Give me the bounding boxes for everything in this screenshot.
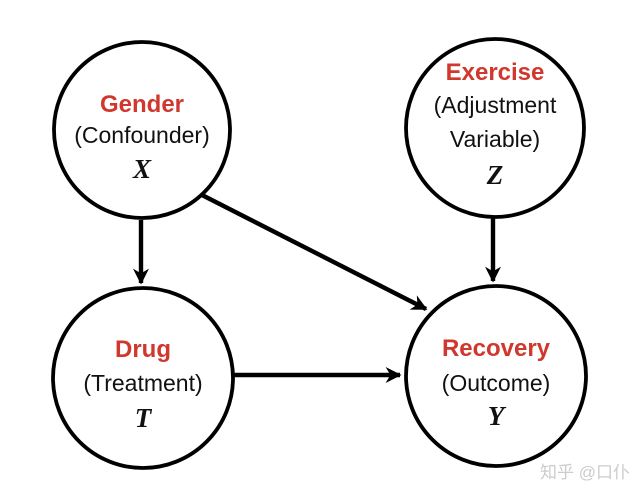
node-drug-role: (Treatment) xyxy=(83,370,202,396)
node-drug: Drug (Treatment) T xyxy=(51,286,235,470)
node-drug-label: Drug xyxy=(115,336,171,363)
node-exercise-symbol: Z xyxy=(486,160,504,190)
edge-gender-to-recovery-arrow xyxy=(199,192,428,311)
node-recovery-role: (Outcome) xyxy=(442,370,551,396)
node-gender-label: Gender xyxy=(100,91,184,118)
watermark-text: 知乎 @口仆 xyxy=(540,463,630,482)
node-recovery-label: Recovery xyxy=(442,335,551,362)
node-exercise-circle xyxy=(404,37,586,219)
node-gender-circle xyxy=(52,40,232,220)
node-recovery-circle xyxy=(404,284,588,468)
node-gender: Gender (Confounder) X xyxy=(52,40,232,220)
node-exercise-role-line1: (Adjustment xyxy=(434,92,557,118)
node-drug-circle xyxy=(51,286,235,470)
node-recovery-symbol: Y xyxy=(488,401,507,431)
node-gender-symbol: X xyxy=(132,154,152,184)
node-exercise-role-line2: Variable) xyxy=(450,126,540,152)
node-recovery: Recovery (Outcome) Y xyxy=(404,284,588,468)
node-drug-symbol: T xyxy=(135,403,153,433)
node-exercise-label: Exercise xyxy=(446,59,545,86)
node-exercise: Exercise (Adjustment Variable) Z xyxy=(404,37,586,219)
node-gender-role: (Confounder) xyxy=(74,122,210,148)
